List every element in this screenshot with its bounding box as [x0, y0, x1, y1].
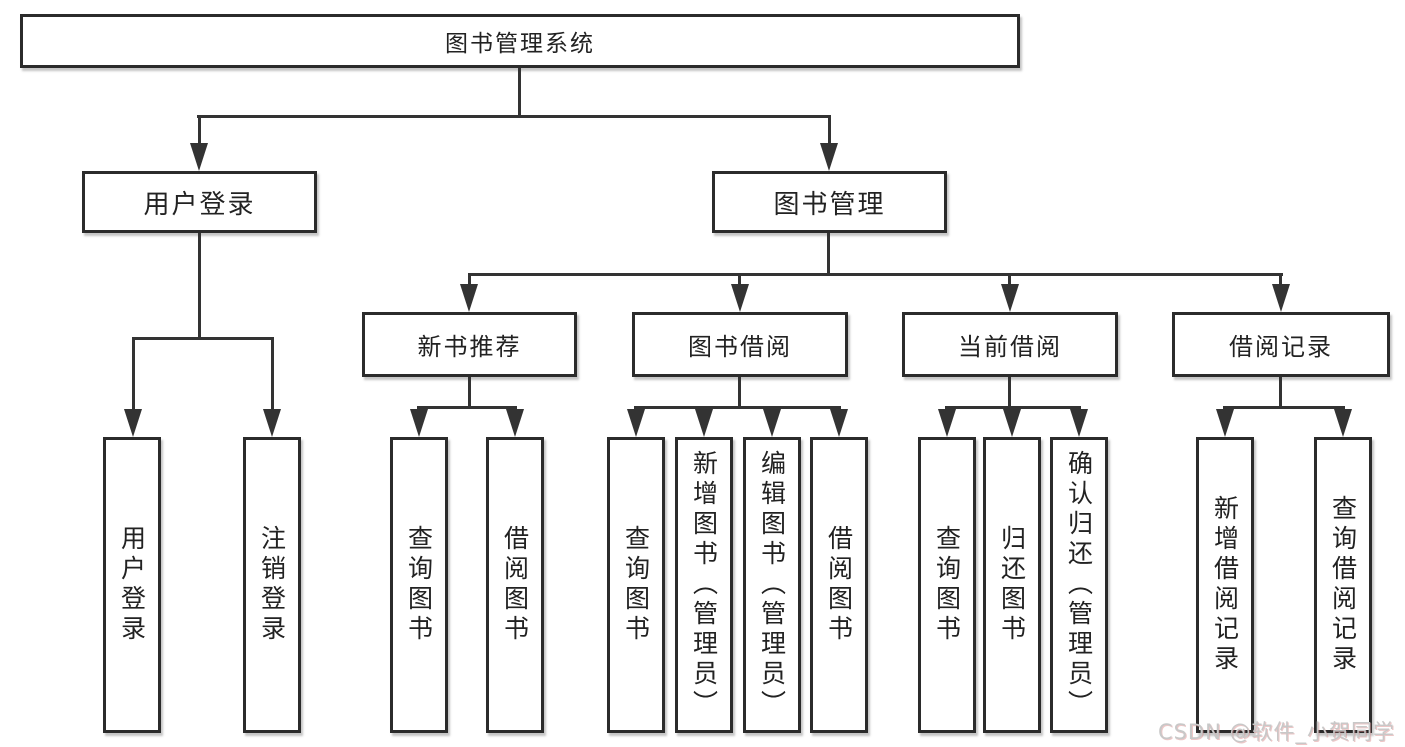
connector-line [738, 377, 741, 406]
connector-line [1223, 406, 1345, 409]
node-label: 用户登录 [143, 189, 256, 220]
node-new-book-recommend: 新书推荐 [362, 312, 577, 377]
leaf-add-borrow-record: 新增借阅记录 [1196, 437, 1254, 733]
node-label: 查询借阅记录 [1328, 495, 1358, 675]
connector-line [197, 115, 831, 118]
node-label: 图书管理 [773, 189, 886, 220]
leaf-user-login: 用户登录 [103, 437, 161, 733]
connector-line [468, 273, 1283, 276]
connector-line [738, 276, 741, 284]
node-label: 新增借阅记录 [1210, 495, 1240, 675]
csdn-watermark: CSDN @软件_小贺同学 [1157, 720, 1395, 744]
arrow-down-icon [124, 409, 142, 437]
connector-line [945, 406, 1081, 409]
connector-line [518, 68, 521, 118]
connector-line [468, 377, 471, 406]
leaf-query-book-recommend: 查询图书 [390, 437, 448, 733]
leaf-add-book-admin: 新增图书（管理员） [675, 437, 733, 733]
leaf-return-book: 归还图书 [983, 437, 1041, 733]
arrow-down-icon [410, 409, 428, 437]
leaf-query-book-borrow: 查询图书 [607, 437, 665, 733]
connector-line [132, 337, 274, 340]
arrow-down-icon [820, 143, 838, 171]
connector-line [827, 233, 830, 273]
arrow-down-icon [938, 409, 956, 437]
node-current-borrow: 当前借阅 [902, 312, 1118, 377]
node-user-login: 用户登录 [82, 171, 317, 233]
arrow-down-icon [1216, 409, 1234, 437]
connector-line [132, 340, 135, 409]
connector-line [634, 406, 841, 409]
connector-line [198, 118, 201, 143]
arrow-down-icon [1334, 409, 1352, 437]
node-label: 借阅图书 [500, 525, 530, 645]
node-label: 查询图书 [621, 525, 651, 645]
arrow-down-icon [460, 284, 478, 312]
node-label: 图书管理系统 [445, 31, 595, 57]
leaf-query-book-current: 查询图书 [918, 437, 976, 733]
connector-line [198, 233, 201, 337]
leaf-borrow-book-recommend: 借阅图书 [486, 437, 544, 733]
leaf-logout-login: 注销登录 [243, 437, 301, 733]
node-label: 图书借阅 [688, 333, 792, 361]
node-borrow-records: 借阅记录 [1172, 312, 1390, 377]
arrow-down-icon [1001, 284, 1019, 312]
leaf-borrow-book: 借阅图书 [810, 437, 868, 733]
connector-line [271, 340, 274, 409]
connector-line [468, 276, 471, 284]
node-book-management: 图书管理 [712, 171, 947, 233]
node-label: 借阅记录 [1229, 333, 1333, 361]
leaf-edit-book-admin: 编辑图书（管理员） [743, 437, 801, 733]
node-label: 归还图书 [997, 525, 1027, 645]
connector-line [828, 118, 831, 143]
node-label: 查询图书 [932, 525, 962, 645]
node-label: 注销登录 [257, 525, 287, 645]
arrow-down-icon [1003, 409, 1021, 437]
arrow-down-icon [190, 143, 208, 171]
arrow-down-icon [731, 284, 749, 312]
connector-line [417, 406, 517, 409]
node-book-borrow: 图书借阅 [632, 312, 848, 377]
leaf-query-borrow-record: 查询借阅记录 [1314, 437, 1372, 733]
arrow-down-icon [263, 409, 281, 437]
node-label: 新增图书（管理员） [689, 450, 719, 720]
connector-line [1279, 377, 1282, 406]
node-label: 新书推荐 [417, 333, 522, 361]
arrow-down-icon [506, 409, 524, 437]
node-label: 借阅图书 [824, 525, 854, 645]
arrow-down-icon [763, 409, 781, 437]
node-label: 当前借阅 [958, 333, 1062, 361]
node-library-management-system: 图书管理系统 [20, 14, 1020, 68]
arrow-down-icon [1070, 409, 1088, 437]
node-label: 查询图书 [404, 525, 434, 645]
connector-line [1279, 276, 1282, 284]
connector-line [1008, 377, 1011, 406]
arrow-down-icon [830, 409, 848, 437]
arrow-down-icon [695, 409, 713, 437]
node-label: 用户登录 [117, 525, 147, 645]
leaf-confirm-return-admin: 确认归还（管理员） [1050, 437, 1108, 733]
connector-line [1008, 276, 1011, 284]
arrow-down-icon [627, 409, 645, 437]
arrow-down-icon [1272, 284, 1290, 312]
node-label: 确认归还（管理员） [1064, 450, 1094, 720]
node-label: 编辑图书（管理员） [757, 450, 787, 720]
